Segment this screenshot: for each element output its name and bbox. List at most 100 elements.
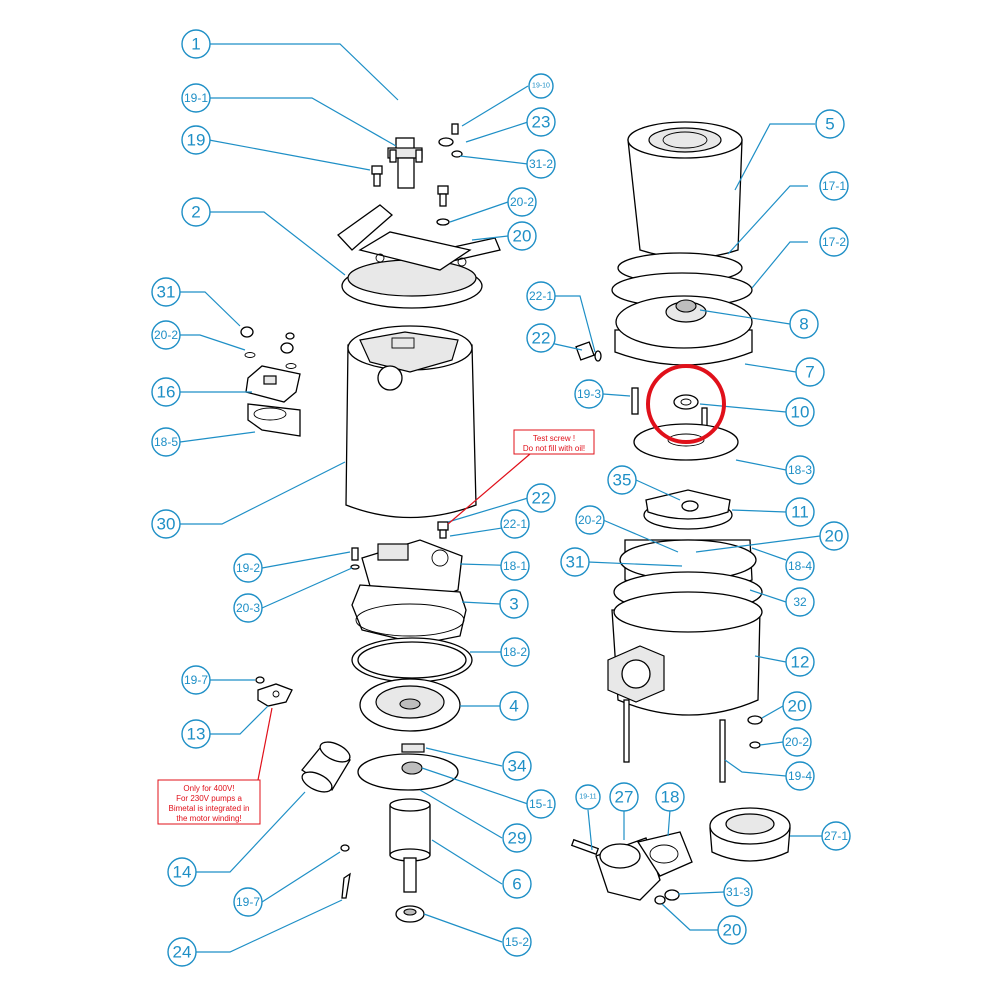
callout-6: 6 [502, 869, 532, 899]
leader-lines [179, 43, 822, 953]
callout-20-top: 20 [507, 221, 537, 251]
callout-27-1: 27-1 [821, 821, 851, 851]
part-bolt-19 [371, 165, 383, 187]
svg-text:18-4: 18-4 [788, 559, 812, 573]
part-handle-frame [337, 204, 501, 309]
part-cable [393, 69, 408, 140]
svg-text:16: 16 [157, 383, 176, 402]
part-bolt-cluster-23 [438, 123, 463, 158]
callout-22-1-mid: 22-1 [500, 509, 530, 539]
callout-10: 10 [785, 397, 815, 427]
callout-31-2: 31-2 [526, 149, 556, 179]
svg-text:12: 12 [791, 653, 810, 672]
callout-19-7-top: 19-7 [181, 665, 211, 695]
callout-32: 32 [785, 587, 815, 617]
callout-19-1: 19-1 [181, 83, 211, 113]
svg-text:19-1: 19-1 [184, 91, 208, 105]
callout-23: 23 [526, 107, 556, 137]
svg-text:8: 8 [799, 315, 808, 334]
callout-3: 3 [499, 589, 529, 619]
part-handle-bolts [436, 185, 450, 226]
callout-8: 8 [789, 309, 819, 339]
svg-text:27: 27 [615, 788, 634, 807]
callout-19-7-bottom: 19-7 [233, 887, 263, 917]
svg-text:23: 23 [532, 113, 551, 132]
callout-19-10: 19-10 [528, 73, 554, 99]
svg-text:11: 11 [791, 503, 809, 522]
svg-text:22: 22 [532, 329, 551, 348]
svg-text:15-1: 15-1 [529, 797, 553, 811]
svg-text:30: 30 [157, 515, 176, 534]
callout-14: 14 [167, 857, 197, 887]
callout-29: 29 [502, 823, 532, 853]
part-bearing-plate [359, 678, 461, 732]
callout-19-4: 19-4 [785, 761, 815, 791]
callout-31-left: 31 [151, 277, 181, 307]
svg-text:20: 20 [825, 527, 844, 546]
note-bimetal-line4: the motor winding! [176, 814, 241, 823]
svg-text:15-2: 15-2 [505, 935, 529, 949]
callout-15-1: 15-1 [526, 789, 556, 819]
part-test-screw [437, 521, 449, 539]
svg-text:31-2: 31-2 [529, 157, 553, 171]
callout-27: 27 [609, 782, 639, 812]
note-test-screw-line1: Test screw ! [533, 434, 575, 443]
svg-text:20-2: 20-2 [578, 513, 602, 527]
callout-11: 11 [785, 497, 815, 527]
svg-text:6: 6 [512, 875, 521, 894]
svg-text:19-11: 19-11 [579, 794, 596, 801]
callout-18-4: 18-4 [785, 551, 815, 581]
svg-text:17-1: 17-1 [822, 179, 846, 193]
part-drain-screw [575, 341, 602, 362]
part-cable-gland [387, 137, 423, 189]
callout-5: 5 [815, 109, 845, 139]
callout-22-top: 22 [526, 323, 556, 353]
callout-35: 35 [607, 465, 637, 495]
callout-20-2-mid: 20-2 [575, 505, 605, 535]
callout-34: 34 [502, 751, 532, 781]
svg-text:17-2: 17-2 [822, 235, 846, 249]
svg-text:4: 4 [509, 697, 518, 716]
callout-13: 13 [181, 719, 211, 749]
callout-19: 19 [181, 125, 211, 155]
callout-20-mid: 20 [819, 521, 849, 551]
svg-text:22: 22 [532, 489, 551, 508]
svg-text:19-2: 19-2 [236, 561, 260, 575]
svg-text:18-2: 18-2 [503, 645, 527, 659]
svg-text:19-3: 19-3 [577, 387, 601, 401]
part-volute-casing [607, 539, 763, 783]
callout-18-3: 18-3 [785, 455, 815, 485]
callout-18-2: 18-2 [500, 637, 530, 667]
svg-text:34: 34 [508, 757, 527, 776]
svg-text:7: 7 [805, 363, 814, 382]
callout-17-1: 17-1 [819, 171, 849, 201]
svg-text:19-10: 19-10 [532, 83, 550, 90]
svg-text:20: 20 [723, 921, 742, 940]
svg-text:19-4: 19-4 [788, 769, 812, 783]
callout-20-2-left: 20-2 [151, 320, 181, 350]
svg-text:1: 1 [191, 35, 200, 54]
part-seal-disc [357, 743, 459, 791]
callout-24: 24 [167, 937, 197, 967]
svg-text:32: 32 [793, 595, 807, 609]
note-bimetal-line1: Only for 400V! [183, 784, 234, 793]
svg-text:31: 31 [566, 553, 585, 572]
callout-18-5: 18-5 [151, 427, 181, 457]
svg-text:27-1: 27-1 [824, 829, 848, 843]
svg-text:20: 20 [788, 697, 807, 716]
part-o-ring-18-2 [351, 637, 473, 683]
highlight-circle-part-10 [646, 364, 726, 444]
part-cover-plate-cluster [240, 326, 301, 437]
callout-20-2-right: 20-2 [782, 727, 812, 757]
part-washers-right [747, 715, 763, 749]
svg-text:20-2: 20-2 [154, 328, 178, 342]
svg-text:31: 31 [157, 283, 176, 302]
svg-text:3: 3 [509, 595, 518, 614]
callout-19-3: 19-3 [574, 379, 604, 409]
svg-text:24: 24 [173, 943, 192, 962]
svg-text:22-1: 22-1 [529, 289, 553, 303]
svg-text:18-1: 18-1 [503, 559, 527, 573]
svg-text:19: 19 [187, 131, 206, 150]
part-terminal-block [255, 676, 293, 707]
